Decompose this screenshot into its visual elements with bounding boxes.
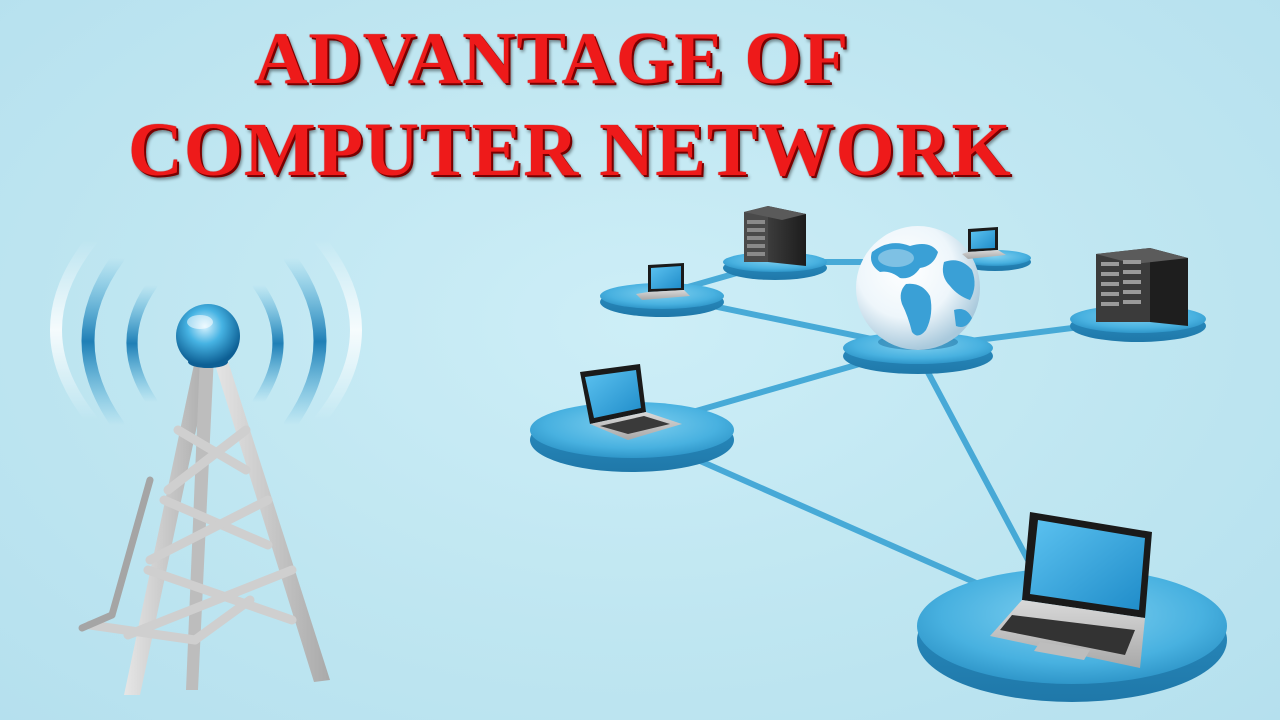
title-line-1: ADVANTAGE OF — [254, 18, 850, 100]
title-line-2: COMPUTER NETWORK — [128, 108, 1012, 192]
laptop-icon — [580, 364, 682, 440]
laptop-icon — [990, 512, 1152, 668]
server-rack-icon — [744, 206, 806, 266]
globe-icon — [856, 226, 980, 350]
radio-tower-icon — [50, 234, 362, 695]
server-rack-icon — [1096, 248, 1188, 326]
laptop-icon — [962, 227, 1006, 259]
laptop-icon — [636, 263, 690, 300]
